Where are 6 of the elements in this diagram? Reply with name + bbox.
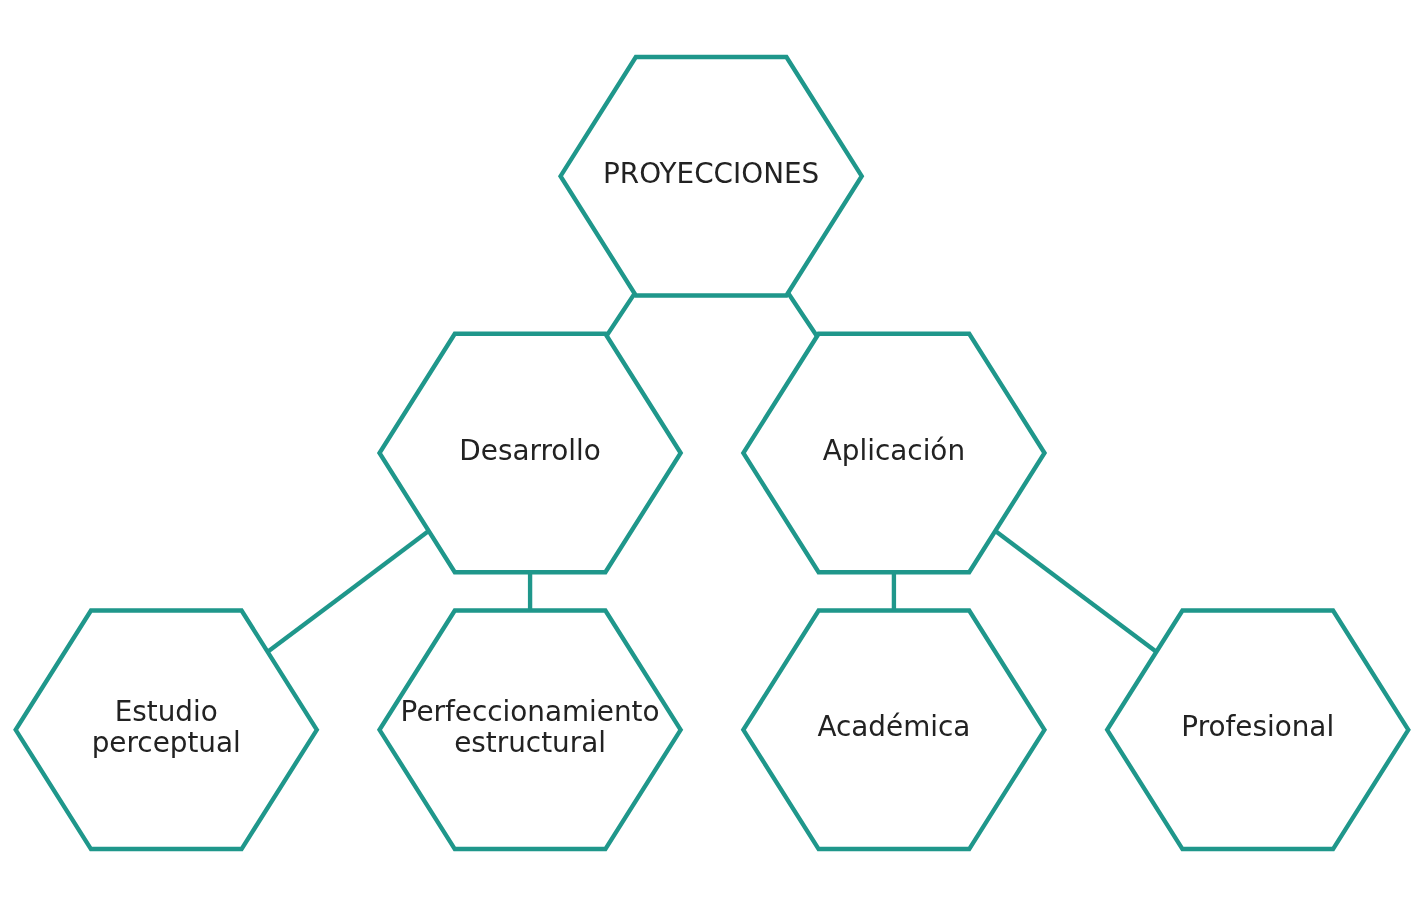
connector [994,529,1158,653]
connector [604,292,637,337]
connector [891,572,897,610]
connector [266,529,430,653]
connector [527,572,533,610]
connector [786,291,819,337]
